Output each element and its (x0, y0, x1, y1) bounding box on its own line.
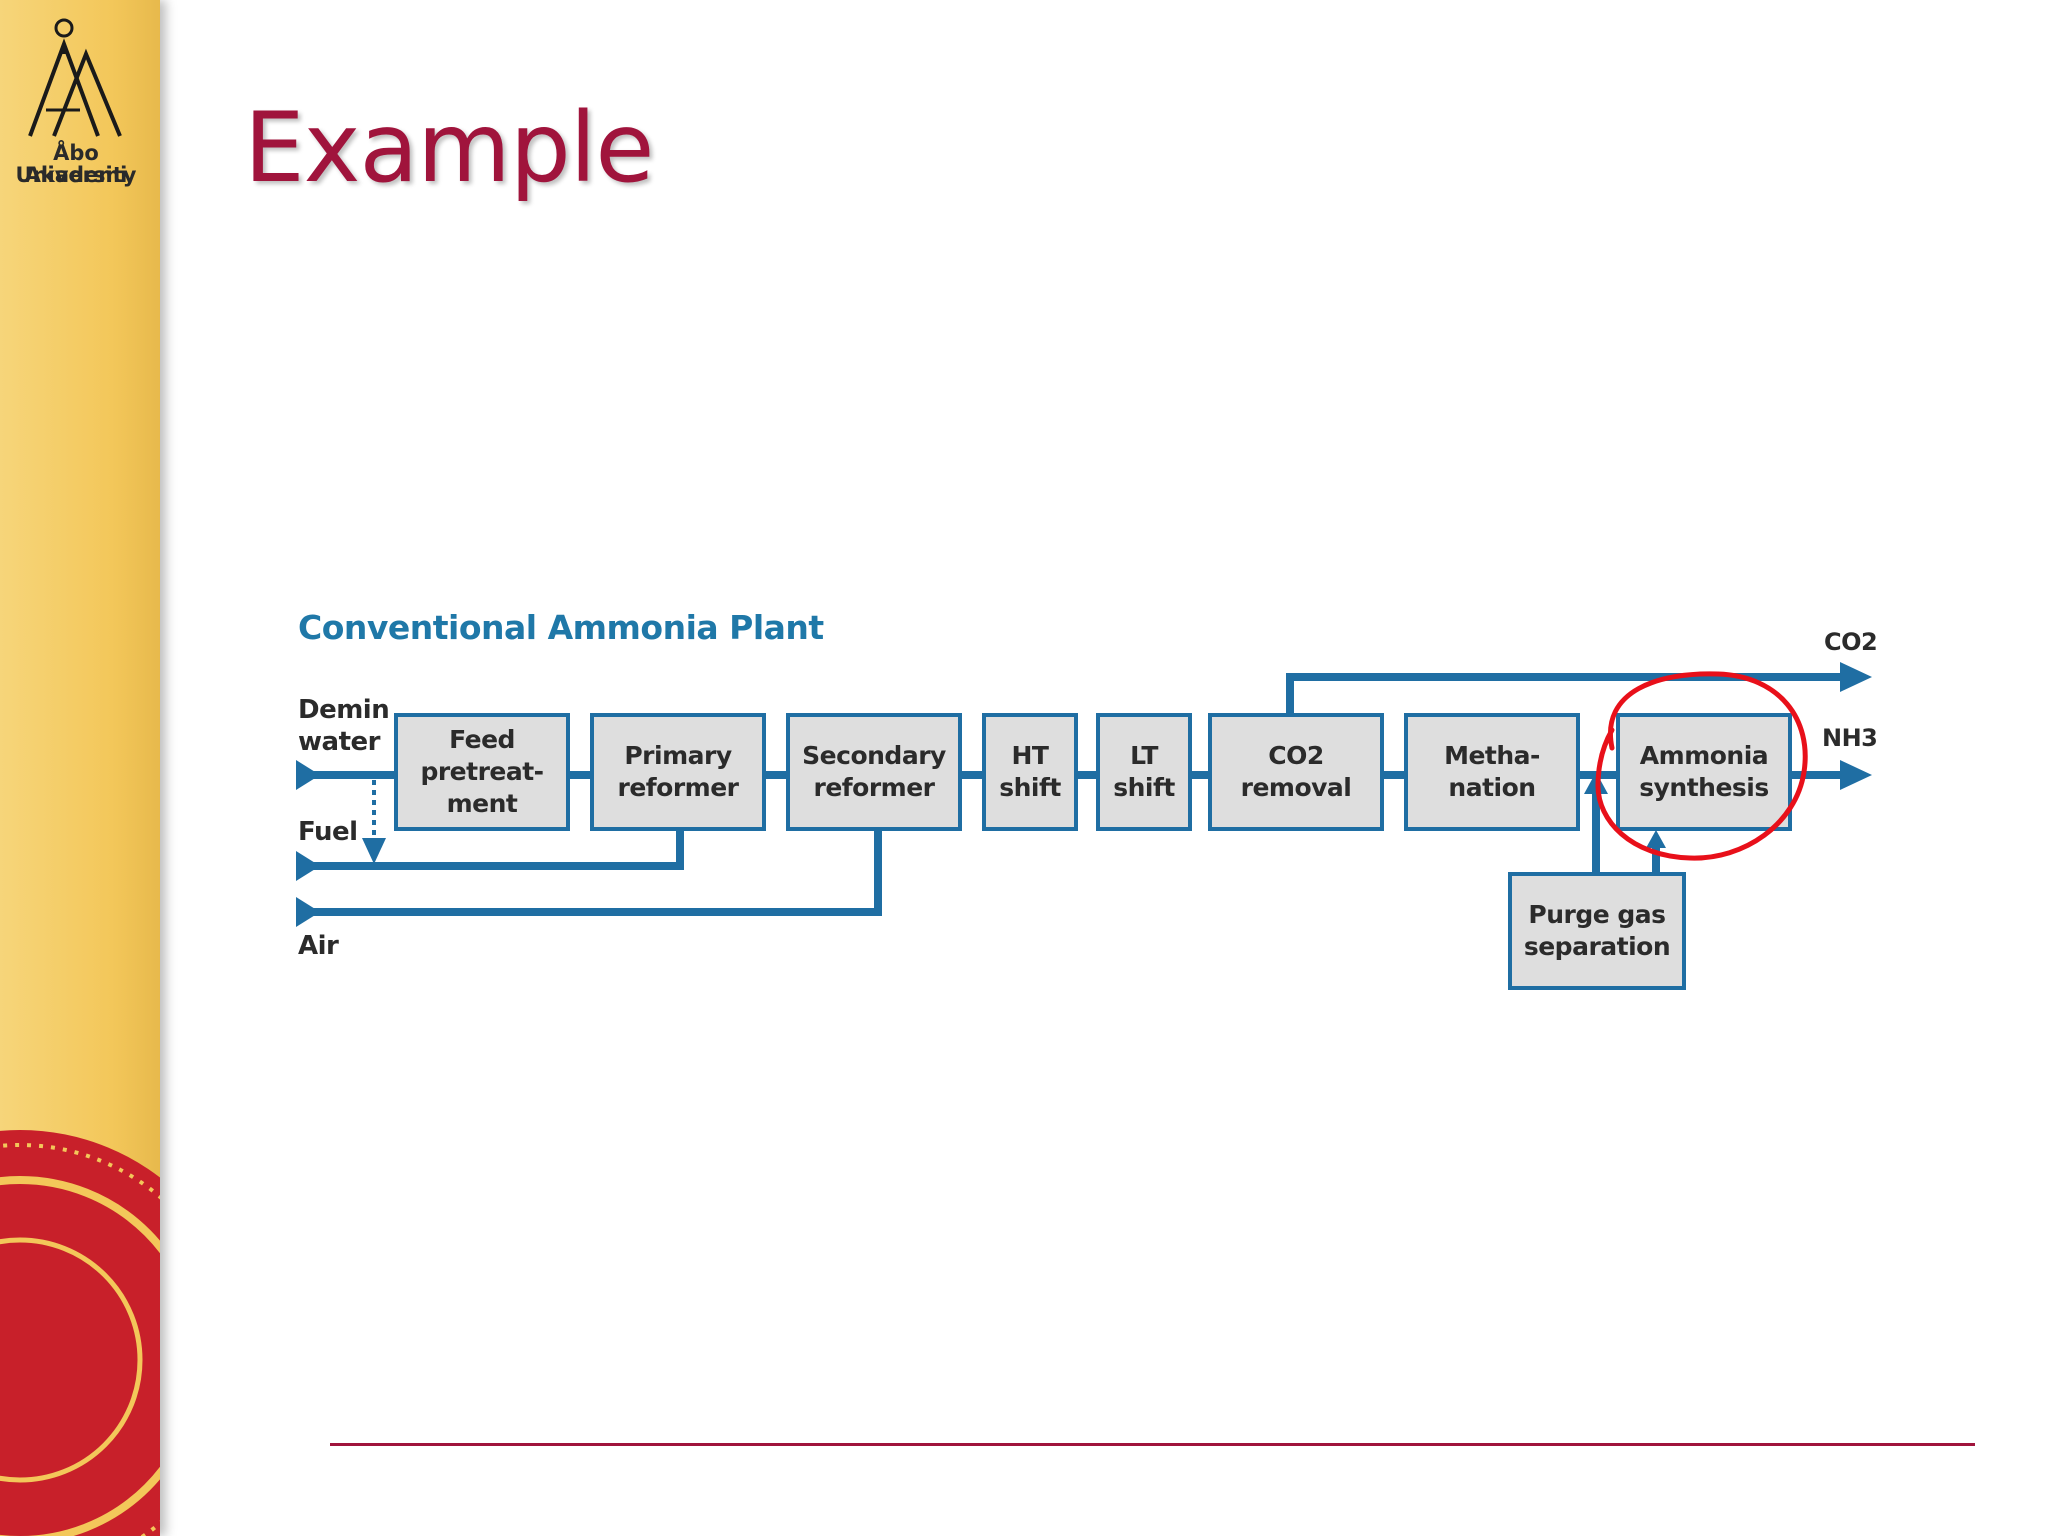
nh3-arrow-icon (1840, 760, 1872, 790)
air-arrow-icon (296, 897, 320, 927)
sidebar: Åbo Akademi University (0, 0, 160, 1536)
diagram-title: Conventional Ammonia Plant (298, 608, 824, 647)
university-seal-icon (0, 1130, 160, 1536)
footer-divider (330, 1443, 1975, 1446)
co2-arrow-icon (1840, 662, 1872, 692)
label-co2-output: CO2 (1824, 628, 1878, 656)
demin-water-arrow-icon (296, 760, 320, 790)
label-fuel: Fuel (298, 817, 358, 847)
university-logo-icon (28, 18, 122, 137)
slide-title: Example (244, 92, 654, 204)
logo-text-line2: University (15, 163, 137, 187)
fuel-down-arrow-icon (362, 838, 386, 864)
fuel-arrow-icon (296, 851, 320, 881)
purge-up-arrow-2-icon (1646, 830, 1666, 848)
label-air: Air (298, 931, 339, 961)
label-nh3-output: NH3 (1822, 724, 1878, 752)
box-methanation: Metha-nation (1404, 713, 1580, 831)
label-demin-water: Demin water (298, 695, 390, 757)
logo-text-line1: Åbo Akademi (24, 141, 128, 187)
